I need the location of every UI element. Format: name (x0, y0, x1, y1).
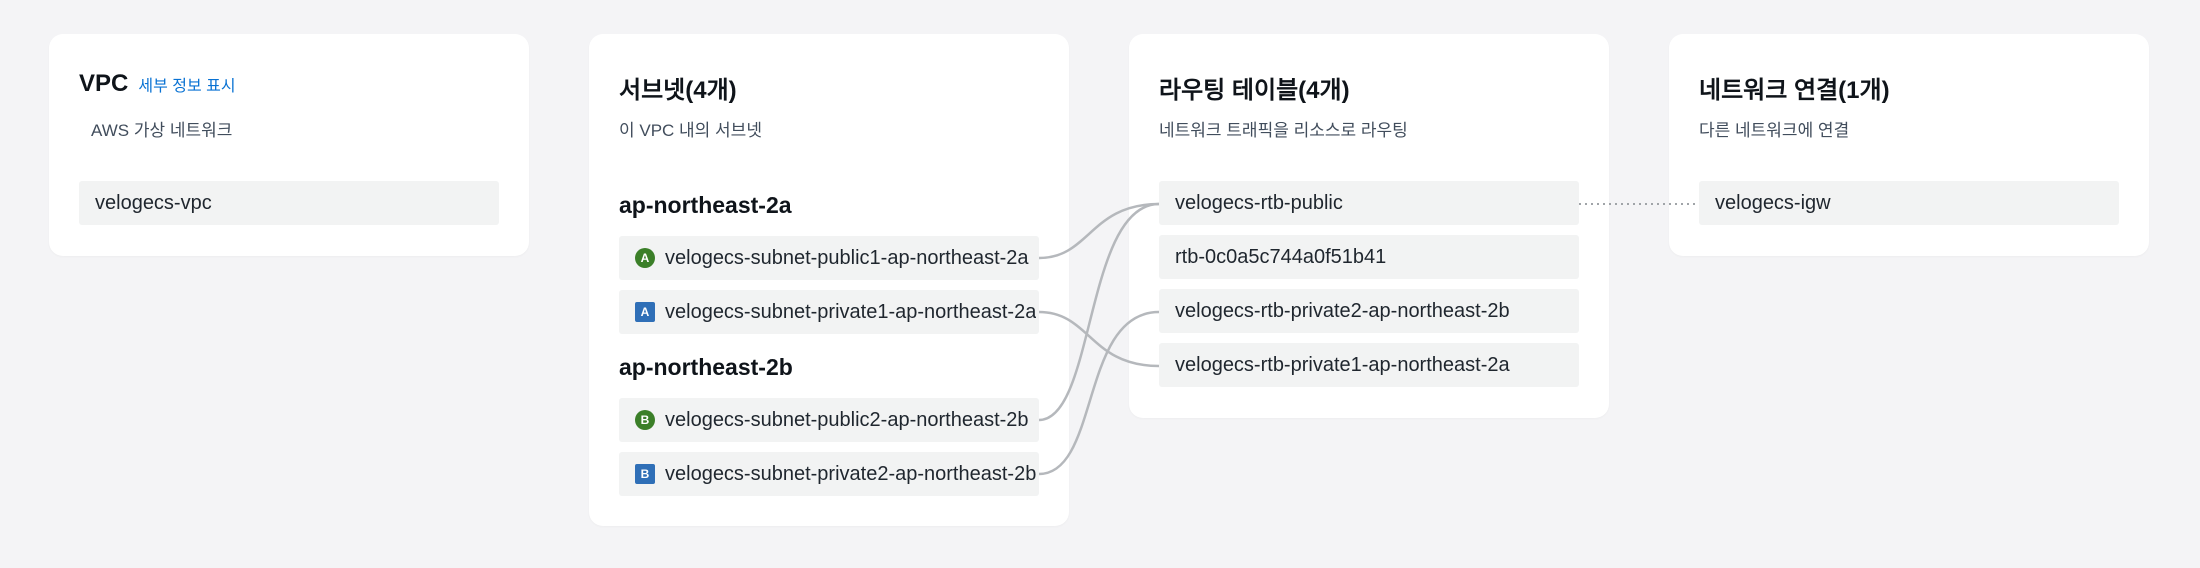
network-connections-card: 네트워크 연결(1개) 다른 네트워크에 연결 velogecs-igw (1669, 34, 2149, 256)
subnet-item-label: velogecs-subnet-private1-ap-northeast-2a (665, 300, 1037, 323)
subnets-subtitle: 이 VPC 내의 서브넷 (619, 121, 762, 140)
show-details-link[interactable]: 세부 정보 표시 (138, 78, 236, 95)
vpc-title: VPC 세부 정보 표시 (79, 70, 236, 98)
route-table-item-public[interactable]: velogecs-rtb-public (1159, 181, 1579, 225)
route-tables-card: 라우팅 테이블(4개) 네트워크 트래픽을 리소스로 라우팅 velogecs-… (1129, 34, 1609, 418)
private-subnet-icon: B (635, 464, 655, 484)
subnets-title: 서브넷(4개) (619, 77, 737, 104)
public-subnet-icon: B (635, 410, 655, 430)
vpc-item[interactable]: velogecs-vpc (79, 181, 499, 225)
vpc-item-label: velogecs-vpc (95, 191, 212, 214)
subnet-item-public1[interactable]: A velogecs-subnet-public1-ap-northeast-2… (619, 236, 1039, 280)
route-table-item-private2[interactable]: velogecs-rtb-private2-ap-northeast-2b (1159, 289, 1579, 333)
network-connection-item-label: velogecs-igw (1715, 191, 1831, 214)
vpc-card: VPC 세부 정보 표시 AWS 가상 네트워크 velogecs-vpc (49, 34, 529, 256)
public-subnet-icon: A (635, 248, 655, 268)
subnet-item-private1[interactable]: A velogecs-subnet-private1-ap-northeast-… (619, 290, 1039, 334)
subnet-item-private2[interactable]: B velogecs-subnet-private2-ap-northeast-… (619, 452, 1039, 496)
network-connection-item[interactable]: velogecs-igw (1699, 181, 2119, 225)
route-table-item-label: velogecs-rtb-private2-ap-northeast-2b (1175, 299, 1510, 322)
vpc-title-text: VPC (79, 70, 129, 97)
private-subnet-icon: A (635, 302, 655, 322)
subnets-card: 서브넷(4개) 이 VPC 내의 서브넷 ap-northeast-2a A v… (589, 34, 1069, 526)
route-table-item-main[interactable]: rtb-0c0a5c744a0f51b41 (1159, 235, 1579, 279)
route-table-item-label: rtb-0c0a5c744a0f51b41 (1175, 245, 1387, 268)
network-connections-title: 네트워크 연결(1개) (1699, 77, 1890, 104)
route-tables-subtitle: 네트워크 트래픽을 리소스로 라우팅 (1159, 121, 1408, 140)
az-title-2a: ap-northeast-2a (619, 192, 792, 218)
subnet-item-label: velogecs-subnet-public2-ap-northeast-2b (665, 408, 1029, 431)
network-connections-subtitle: 다른 네트워크에 연결 (1699, 121, 1850, 140)
az-title-2b: ap-northeast-2b (619, 354, 793, 380)
subnet-item-public2[interactable]: B velogecs-subnet-public2-ap-northeast-2… (619, 398, 1039, 442)
route-tables-title: 라우팅 테이블(4개) (1159, 77, 1350, 104)
route-table-item-label: velogecs-rtb-private1-ap-northeast-2a (1175, 353, 1510, 376)
route-table-item-private1[interactable]: velogecs-rtb-private1-ap-northeast-2a (1159, 343, 1579, 387)
route-table-item-label: velogecs-rtb-public (1175, 191, 1343, 214)
subnet-item-label: velogecs-subnet-public1-ap-northeast-2a (665, 246, 1029, 269)
subnet-item-label: velogecs-subnet-private2-ap-northeast-2b (665, 462, 1037, 485)
vpc-subtitle: AWS 가상 네트워크 (91, 121, 233, 140)
